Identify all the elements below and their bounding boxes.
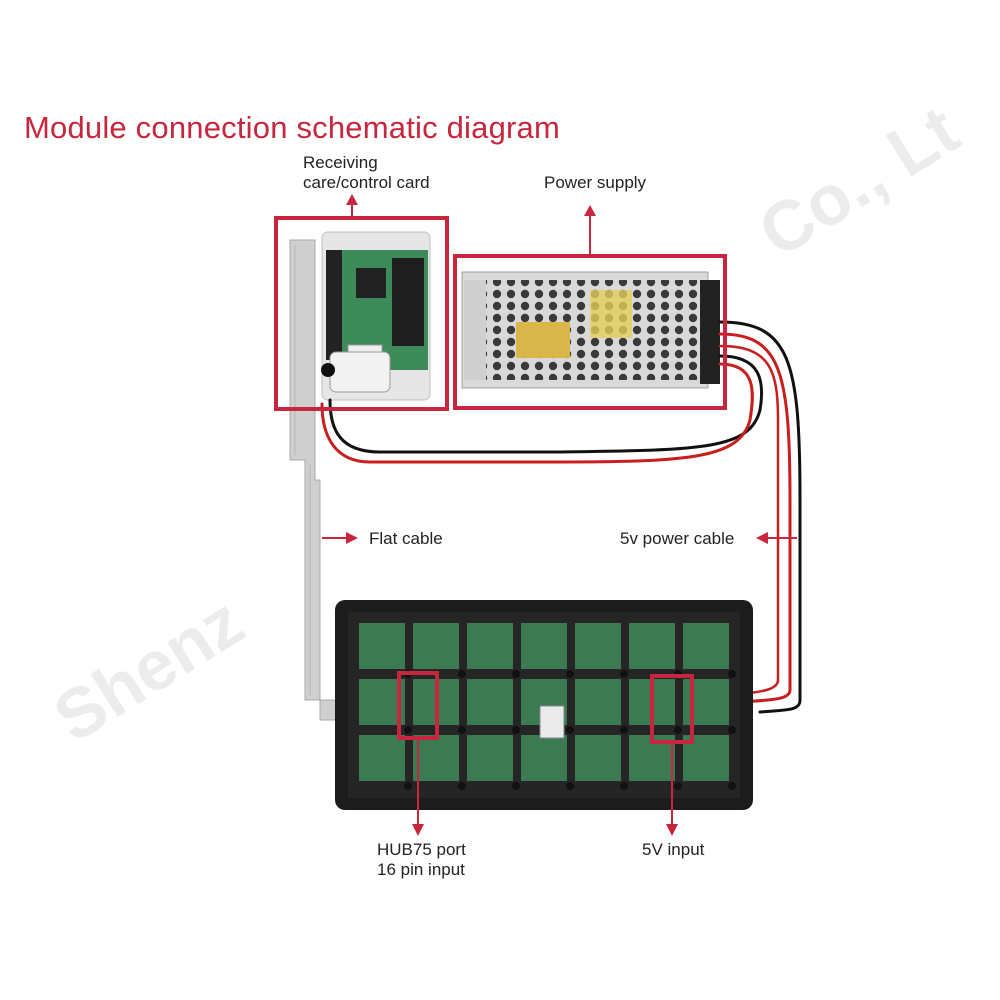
module-screw bbox=[620, 726, 628, 734]
page-title: Module connection schematic diagram bbox=[24, 110, 560, 145]
arrow-power-supply bbox=[584, 205, 596, 256]
module-cell bbox=[359, 735, 405, 781]
module-cell bbox=[683, 623, 729, 669]
arrow-hub75 bbox=[412, 738, 424, 836]
module-screw bbox=[458, 782, 466, 790]
control-card-highlight bbox=[274, 216, 449, 411]
control-card-label-line1: Receiving bbox=[303, 153, 378, 172]
hub75-label-line2: 16 pin input bbox=[377, 860, 465, 879]
module-cell bbox=[467, 623, 513, 669]
module-cell bbox=[521, 623, 567, 669]
module-cell bbox=[359, 623, 405, 669]
arrow-power-cable bbox=[756, 532, 797, 544]
module-screw bbox=[674, 782, 682, 790]
module-screw bbox=[458, 726, 466, 734]
module-screw bbox=[512, 670, 520, 678]
module-cell bbox=[413, 735, 459, 781]
module-screw bbox=[674, 726, 682, 734]
module-cell bbox=[683, 679, 729, 725]
arrow-card bbox=[346, 194, 358, 218]
control-card-label-line2: care/control card bbox=[303, 173, 430, 192]
module-screw bbox=[728, 670, 736, 678]
module-cell bbox=[521, 735, 567, 781]
module-screw bbox=[404, 726, 412, 734]
module-screw bbox=[566, 670, 574, 678]
module-screw bbox=[512, 726, 520, 734]
module-screw bbox=[512, 782, 520, 790]
power-supply-unit bbox=[461, 271, 720, 389]
module-cell bbox=[575, 679, 621, 725]
module-screw bbox=[566, 782, 574, 790]
five-v-input-label: 5V input bbox=[642, 840, 705, 859]
module-screw bbox=[728, 726, 736, 734]
arrow-flat-cable bbox=[322, 532, 358, 544]
arrow-five-v bbox=[666, 742, 678, 836]
module-screw bbox=[404, 782, 412, 790]
module-screw bbox=[566, 726, 574, 734]
module-screw bbox=[620, 782, 628, 790]
control-card-label: Receiving care/control card bbox=[303, 153, 430, 193]
module-cell bbox=[413, 623, 459, 669]
hub75-label-line1: HUB75 port bbox=[377, 840, 466, 859]
arrows bbox=[322, 194, 797, 836]
module-cell bbox=[575, 735, 621, 781]
module-cell bbox=[575, 623, 621, 669]
flat-cable-label: Flat cable bbox=[369, 529, 443, 548]
hub75-label: HUB75 port 16 pin input bbox=[377, 840, 466, 880]
module-screw bbox=[728, 782, 736, 790]
module-cell bbox=[467, 735, 513, 781]
power-cable-label: 5v power cable bbox=[620, 529, 735, 548]
module-screw bbox=[620, 670, 628, 678]
module-screw bbox=[458, 670, 466, 678]
module-cell bbox=[467, 679, 513, 725]
module-cell bbox=[629, 623, 675, 669]
control-card bbox=[321, 231, 431, 401]
power-supply-label: Power supply bbox=[544, 173, 647, 192]
